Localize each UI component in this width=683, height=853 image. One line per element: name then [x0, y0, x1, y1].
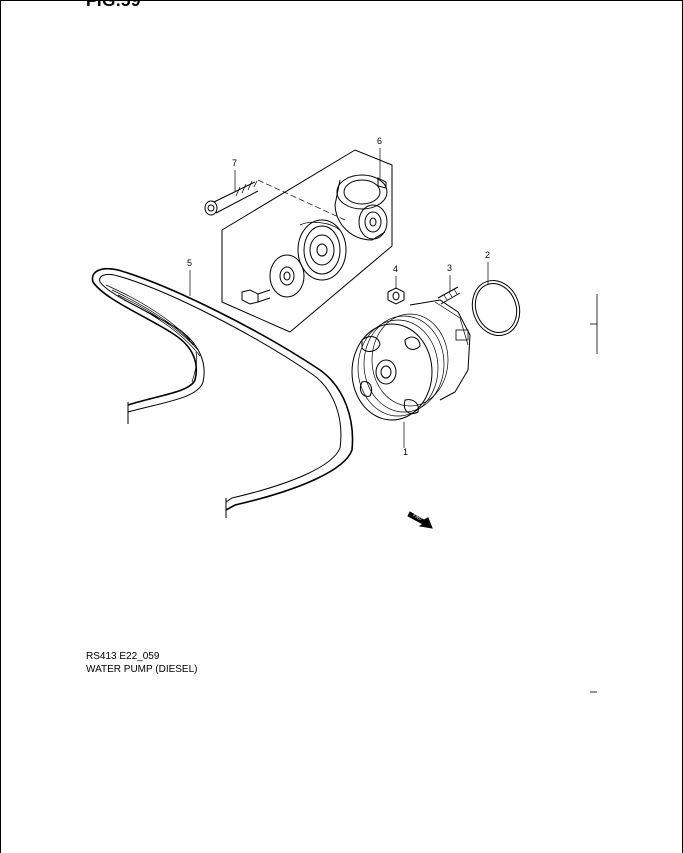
stud-bolt[interactable]	[437, 286, 461, 305]
o-ring-gasket[interactable]	[465, 274, 527, 342]
callout-1: 1	[403, 447, 408, 457]
callout-2: 2	[485, 250, 490, 260]
callout-5: 5	[187, 258, 192, 268]
callout-7: 7	[232, 158, 237, 168]
callout-3: 3	[447, 263, 452, 273]
leader-lines	[189, 148, 489, 448]
callout-4: 4	[393, 264, 398, 274]
callout-6: 6	[377, 136, 382, 146]
long-bolt[interactable]	[204, 180, 259, 216]
diagram-code: RS413 E22_059	[86, 651, 160, 662]
fwd-label: FWD	[412, 513, 422, 522]
tensioner-assembly[interactable]	[221, 149, 393, 333]
hex-nut[interactable]	[387, 287, 405, 305]
serpentine-belt[interactable]	[91, 267, 354, 518]
fwd-arrow-icon: FWD	[407, 511, 433, 529]
figure-header: FIG.59	[86, 0, 141, 10]
diagram-title: WATER PUMP (DIESEL)	[86, 664, 198, 675]
water-pump[interactable]	[351, 299, 471, 421]
margin-marks	[590, 294, 598, 693]
